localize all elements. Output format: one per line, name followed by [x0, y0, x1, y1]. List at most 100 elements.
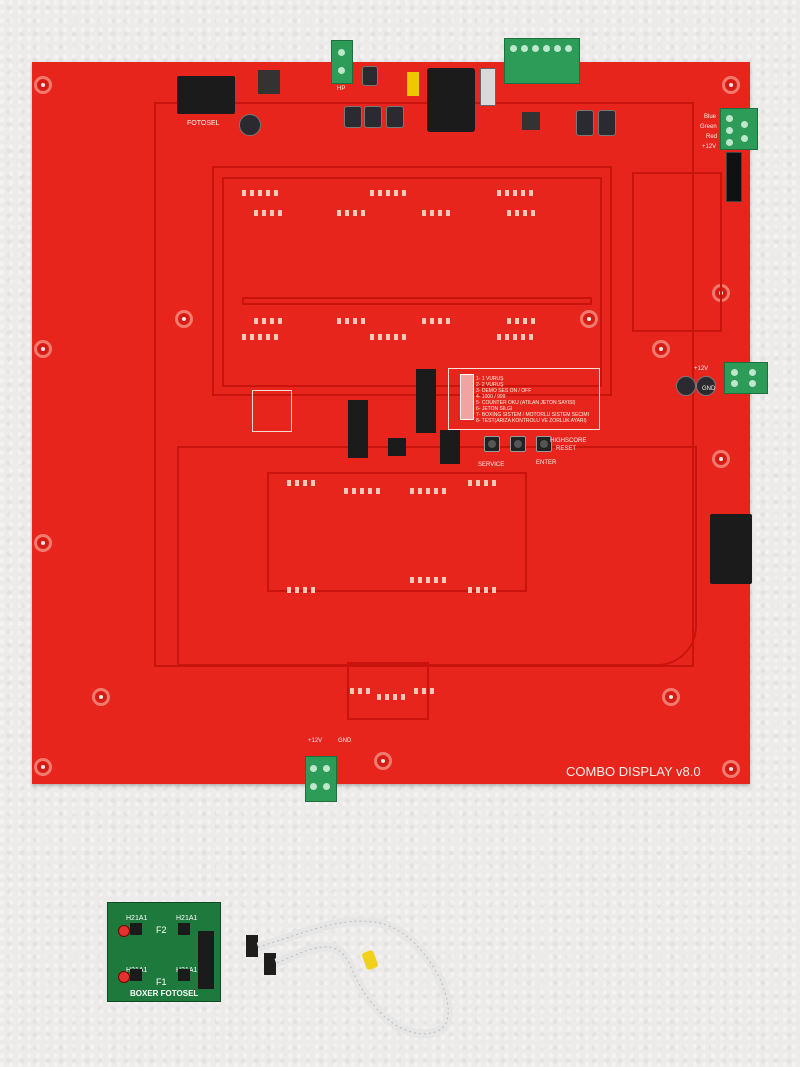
transistor: [522, 112, 540, 130]
mounting-hole: [712, 450, 730, 468]
mounting-hole: [34, 340, 52, 358]
capacitor: [696, 376, 716, 396]
mounting-hole: [34, 758, 52, 776]
ic-chip: [388, 438, 406, 456]
enter-button[interactable]: [536, 436, 552, 452]
idc-header-output: [710, 514, 752, 584]
smd-pads: [254, 318, 282, 324]
smd-pads: [242, 334, 278, 340]
idc-header-sensor: [198, 931, 214, 989]
green-label: Green: [700, 124, 717, 130]
photo-sensor: [130, 923, 142, 935]
smd-pads: [344, 488, 380, 494]
combo-display-pcb: FOTOSEL HP Blue Green Red +12V +12V GND: [32, 38, 768, 802]
smd-pads: [507, 210, 535, 216]
hp-label: HP: [337, 86, 346, 92]
gnd-mid-label: GND: [702, 386, 716, 392]
smd-pads: [410, 488, 446, 494]
capacitor: [386, 106, 404, 128]
sensor-label-h21a1: H21A1: [126, 915, 148, 922]
copper-trace: [212, 166, 612, 396]
idc-header-fotosel: [177, 76, 235, 114]
mounting-hole: [652, 340, 670, 358]
smd-pads: [350, 688, 370, 694]
capacitor: [364, 106, 382, 128]
smd-pads: [414, 688, 434, 694]
mounting-hole: [722, 76, 740, 94]
ic-footprint: [252, 390, 292, 432]
smd-pads: [254, 210, 282, 216]
blue-label: Blue: [704, 114, 717, 120]
mounting-hole: [92, 688, 110, 706]
mounting-hole: [374, 752, 392, 770]
mounting-hole: [662, 688, 680, 706]
photo-sensor: [178, 923, 190, 935]
ic-chip: [348, 400, 368, 458]
photo-sensor: [178, 969, 190, 981]
dip-switch[interactable]: [460, 374, 474, 420]
idc-plug: [264, 953, 276, 975]
smd-pads: [422, 318, 450, 324]
plus-button[interactable]: [510, 436, 526, 452]
product-name: COMBO DISPLAY v8.0: [566, 764, 701, 779]
bottom-12v-label: +12V: [308, 738, 323, 744]
smd-pads: [337, 318, 365, 324]
idc-plug: [246, 935, 258, 957]
buzzer: [239, 114, 261, 136]
plus12v-label: +12V: [702, 144, 717, 150]
ic-chip: [440, 430, 460, 464]
smd-pads: [507, 318, 535, 324]
service-button[interactable]: [484, 436, 500, 452]
hp-connector: [331, 40, 353, 84]
smd-pads: [410, 577, 446, 583]
film-capacitor: [407, 72, 419, 96]
power-jack: [427, 68, 475, 132]
capacitor: [362, 66, 378, 86]
capacitor: [676, 376, 696, 396]
mounting-hole: [722, 760, 740, 778]
f1-label: F1: [156, 977, 167, 987]
highscore-label: HIGHSCORE: [550, 438, 587, 444]
smd-pads: [370, 334, 406, 340]
ic-chip: [416, 369, 436, 433]
settings-box: [448, 368, 600, 430]
voltage-regulator: [258, 70, 280, 94]
capacitor: [598, 110, 616, 136]
mounting-hole: [175, 310, 193, 328]
photo-sensor: [130, 969, 142, 981]
settings-legend: 1- 1 VURUŞ 2- 2 VURUŞ 3- DEMO SES ON / O…: [476, 376, 589, 424]
ir-led: [118, 925, 130, 937]
smd-pads: [422, 210, 450, 216]
smd-pads: [287, 587, 315, 593]
capacitor: [576, 110, 594, 136]
red-label: Red: [706, 134, 718, 140]
copper-trace: [347, 662, 429, 720]
smd-pads: [497, 190, 533, 196]
sensor-board-title: BOXER FOTOSEL: [130, 989, 199, 998]
smd-pads: [370, 190, 406, 196]
reset-label: RESET: [556, 446, 577, 452]
smd-pads: [337, 210, 365, 216]
fuse: [726, 152, 742, 202]
bottom-gnd-label: GND: [338, 738, 352, 744]
sensor-label-h21a1: H21A1: [176, 915, 198, 922]
copper-trace: [267, 472, 527, 592]
mounting-hole: [580, 310, 598, 328]
copper-trace: [222, 177, 602, 387]
boxer-fotosel-board: H21A1 H21A1 H21A1 H21A1 F2 F1 BOXER FOTO…: [107, 902, 221, 1002]
smd-pads: [242, 190, 278, 196]
smd-pads: [377, 694, 405, 700]
power-connector: [724, 362, 768, 394]
service-label: SERVICE: [478, 462, 505, 468]
mounting-hole: [34, 534, 52, 552]
copper-trace: [242, 297, 592, 305]
plus12v-mid-label: +12V: [694, 366, 709, 372]
bottom-power-connector: [305, 756, 337, 802]
fuse-holder: [480, 68, 496, 106]
smd-pads: [468, 587, 496, 593]
cable-tie: [362, 950, 378, 970]
rgb-connector: [720, 108, 758, 150]
enter-label: ENTER: [536, 460, 557, 466]
multi-pin-connector: [504, 38, 580, 84]
copper-trace: [632, 172, 722, 332]
